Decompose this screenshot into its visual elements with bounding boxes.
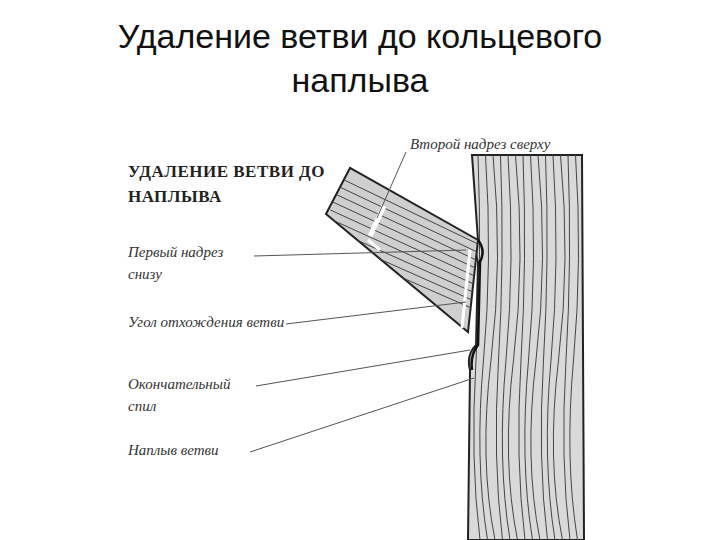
title: Удаление ветви до кольцевого наплыва (60, 14, 660, 102)
cut-label: Окончательный спил (128, 374, 256, 418)
cut-label: Первый надрез снизу (128, 242, 253, 286)
angle-label: Угол отхождения ветви (128, 312, 288, 334)
leader-lines (250, 152, 474, 452)
heading-label: УДАЛЕНИЕ ВЕТВИ ДО НАПЛЫВА (128, 160, 328, 209)
cut-label: Второй надрез сверху (410, 134, 610, 156)
collar-label: Наплыв ветви (128, 440, 258, 462)
